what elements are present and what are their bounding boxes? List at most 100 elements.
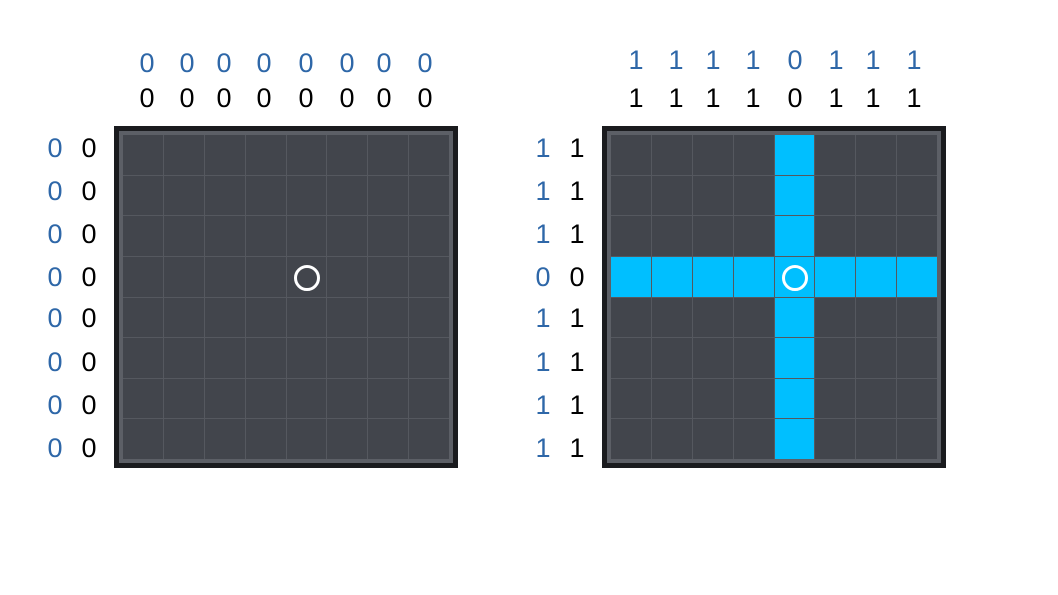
grid-cell[interactable] <box>774 135 815 175</box>
grid-cell[interactable] <box>163 378 204 419</box>
grid-cell[interactable] <box>245 338 286 378</box>
grid-cell[interactable] <box>611 297 651 338</box>
grid-cell[interactable] <box>123 297 163 338</box>
grid-cell[interactable] <box>774 297 815 338</box>
grid-cell[interactable] <box>204 135 245 175</box>
grid-cell[interactable] <box>651 135 692 175</box>
grid-cell[interactable] <box>692 419 733 459</box>
grid-cell[interactable] <box>368 297 409 338</box>
grid-cell[interactable] <box>692 378 733 419</box>
grid-cell[interactable] <box>611 175 651 216</box>
grid-cell[interactable] <box>286 378 327 419</box>
grid-cell[interactable] <box>368 338 409 378</box>
grid-cell[interactable] <box>815 256 856 297</box>
grid-cell[interactable] <box>286 135 327 175</box>
grid-cell[interactable] <box>163 175 204 216</box>
grid-cell[interactable] <box>286 175 327 216</box>
grid-cell[interactable] <box>733 216 774 256</box>
grid-cell[interactable] <box>815 378 856 419</box>
grid-cell[interactable] <box>611 378 651 419</box>
grid-cell[interactable] <box>692 135 733 175</box>
grid-cell[interactable] <box>286 338 327 378</box>
grid-cell[interactable] <box>204 256 245 297</box>
grid-cell[interactable] <box>327 297 368 338</box>
grid-cell[interactable] <box>856 135 897 175</box>
grid-cell[interactable] <box>409 338 449 378</box>
grid-cell[interactable] <box>327 378 368 419</box>
grid-cell[interactable] <box>692 338 733 378</box>
grid-cell[interactable] <box>204 419 245 459</box>
grid-cell[interactable] <box>163 419 204 459</box>
grid-cell[interactable] <box>815 175 856 216</box>
grid-cell[interactable] <box>733 297 774 338</box>
grid-cell[interactable] <box>774 378 815 419</box>
grid-cell[interactable] <box>286 297 327 338</box>
grid-cell[interactable] <box>204 216 245 256</box>
grid-cell[interactable] <box>327 338 368 378</box>
grid-cell[interactable] <box>611 256 651 297</box>
grid-cell[interactable] <box>163 135 204 175</box>
grid-cell[interactable] <box>856 338 897 378</box>
grid-cell[interactable] <box>611 419 651 459</box>
grid-cell[interactable] <box>897 378 937 419</box>
grid-cell[interactable] <box>245 378 286 419</box>
grid-cell[interactable] <box>368 175 409 216</box>
grid-cell[interactable] <box>163 216 204 256</box>
grid-cell[interactable] <box>733 419 774 459</box>
grid-cell[interactable] <box>611 338 651 378</box>
grid-cell[interactable] <box>204 378 245 419</box>
grid-cell[interactable] <box>123 256 163 297</box>
grid-cell[interactable] <box>368 419 409 459</box>
grid-cell[interactable] <box>897 256 937 297</box>
grid-cell[interactable] <box>245 419 286 459</box>
grid-cell[interactable] <box>815 419 856 459</box>
grid-cell[interactable] <box>897 297 937 338</box>
grid-cell[interactable] <box>327 256 368 297</box>
grid-cell[interactable] <box>856 378 897 419</box>
grid-cell[interactable] <box>123 338 163 378</box>
grid-cell[interactable] <box>327 135 368 175</box>
grid-cell[interactable] <box>123 175 163 216</box>
grid-cell[interactable] <box>856 419 897 459</box>
grid-cell[interactable] <box>856 297 897 338</box>
grid-cell[interactable] <box>409 419 449 459</box>
grid-cell[interactable] <box>897 135 937 175</box>
grid-cell[interactable] <box>733 378 774 419</box>
grid-cell[interactable] <box>733 338 774 378</box>
grid-cell[interactable] <box>651 297 692 338</box>
grid-cell[interactable] <box>651 338 692 378</box>
grid-cell[interactable] <box>327 216 368 256</box>
grid-cell[interactable] <box>897 419 937 459</box>
grid-cell[interactable] <box>163 338 204 378</box>
grid-cell[interactable] <box>204 297 245 338</box>
grid-cell[interactable] <box>733 256 774 297</box>
grid-cell[interactable] <box>651 419 692 459</box>
grid-cell[interactable] <box>123 135 163 175</box>
grid-cell[interactable] <box>774 338 815 378</box>
grid-cell[interactable] <box>409 378 449 419</box>
grid-cell[interactable] <box>733 175 774 216</box>
grid-cell[interactable] <box>409 216 449 256</box>
grid-cell[interactable] <box>286 216 327 256</box>
grid-cell[interactable] <box>774 216 815 256</box>
grid-cell[interactable] <box>204 338 245 378</box>
grid-cell[interactable] <box>733 135 774 175</box>
grid-cell[interactable] <box>651 175 692 216</box>
grid-cell[interactable] <box>856 216 897 256</box>
grid-cell[interactable] <box>611 135 651 175</box>
grid-cell[interactable] <box>692 216 733 256</box>
grid-cell[interactable] <box>245 216 286 256</box>
grid-cell[interactable] <box>774 175 815 216</box>
grid-cell[interactable] <box>368 216 409 256</box>
grid-cell[interactable] <box>692 297 733 338</box>
grid-cell[interactable] <box>692 175 733 216</box>
grid-cell[interactable] <box>774 419 815 459</box>
grid-cell[interactable] <box>245 256 286 297</box>
grid-cell[interactable] <box>327 419 368 459</box>
grid-cell[interactable] <box>897 338 937 378</box>
grid-cell[interactable] <box>815 216 856 256</box>
grid-cell[interactable] <box>692 256 733 297</box>
grid-cell[interactable] <box>409 135 449 175</box>
grid-cell[interactable] <box>245 135 286 175</box>
grid-cell[interactable] <box>897 175 937 216</box>
